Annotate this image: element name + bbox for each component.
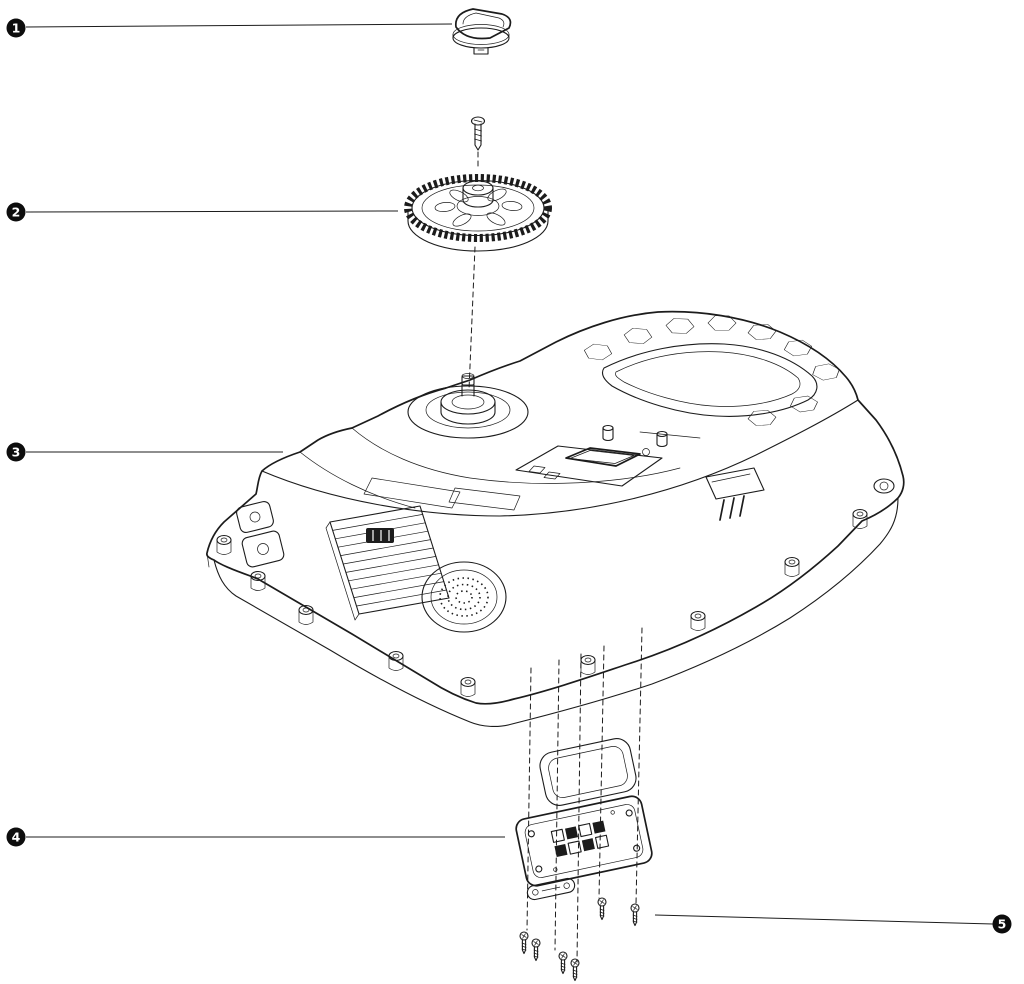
callout-2-label: 2 [12,205,21,220]
part-connector-module [515,795,653,887]
part-control-knob [452,8,512,55]
callout-5: 5 [654,914,1012,934]
deck-posts [602,424,701,448]
display-panel [515,445,663,487]
callout-2: 2 [6,202,399,222]
part-chassis-cover [205,310,905,727]
callout-1-label: 1 [12,21,21,36]
callout-4-label: 4 [12,830,21,845]
part-gasket [539,738,637,806]
callout-3: 3 [6,442,283,462]
callout-4: 4 [6,827,505,847]
callout-3-label: 3 [12,445,21,460]
part-drive-gear [404,174,552,252]
callout-4-marker [6,827,26,847]
callout-3-marker [6,442,26,462]
speaker-grille [421,561,507,633]
contact-bracket [705,467,765,521]
left-corner-bosses [236,500,285,568]
heatsink-fins [325,505,450,621]
part-gear-screw [470,116,486,151]
part-mounting-screws [519,897,640,982]
callout-2-marker [6,202,26,222]
callout-5-marker [992,914,1012,934]
assembly-axis-lines [468,151,643,963]
part-retainer-bracket [526,877,576,901]
callout-5-label: 5 [998,917,1007,932]
callout-1-marker [6,18,26,38]
callout-1: 1 [6,18,453,38]
handle-hex-grip [581,315,844,427]
gear-mount-collar [407,373,529,439]
